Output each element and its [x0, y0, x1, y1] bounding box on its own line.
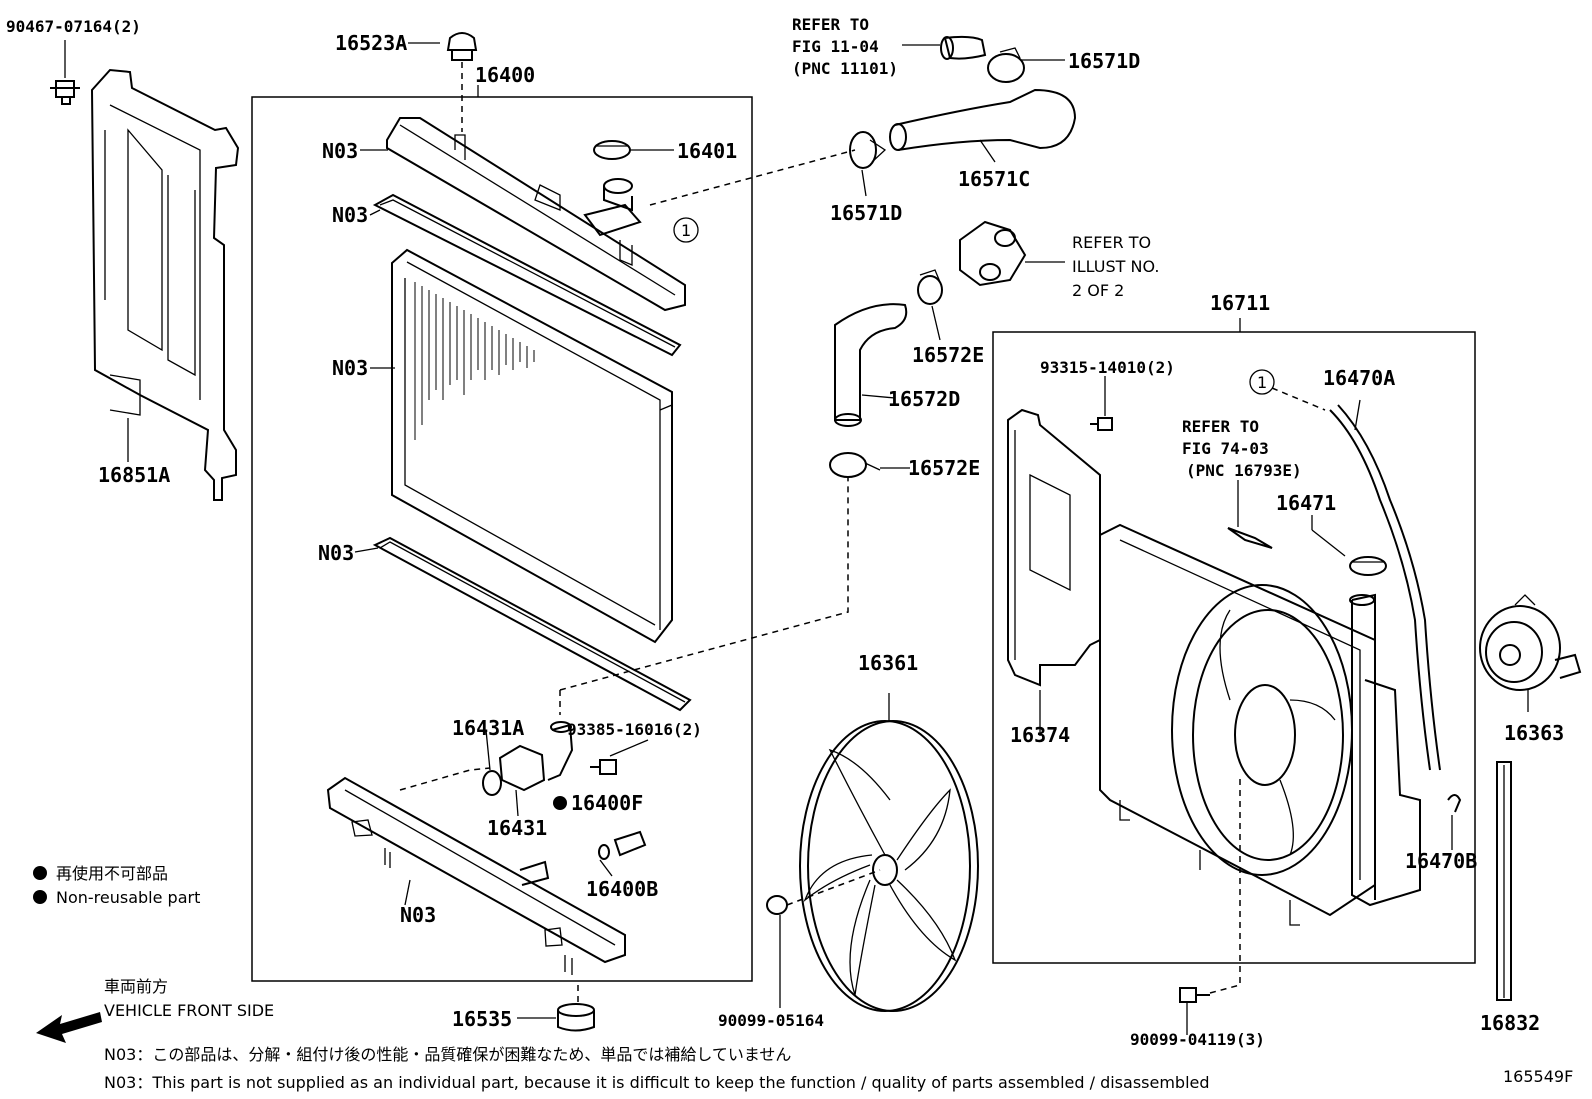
front-label-en: VEHICLE FRONT SIDE [104, 1001, 274, 1020]
bolt-90467 [50, 80, 80, 105]
label-n03-upper-seal: N03 [332, 203, 368, 227]
callout-1-right-text: 1 [1257, 373, 1267, 392]
bolt-93385 [590, 759, 617, 775]
label-16400F: 16400F [571, 791, 643, 815]
side-panel [1007, 408, 1101, 687]
lower-hose [834, 303, 908, 427]
label-16363: 16363 [1504, 721, 1564, 745]
label-16572E-top: 16572E [912, 343, 984, 367]
label-93385: 93385-16016(2) [567, 720, 702, 739]
legend-bullet-en [33, 890, 47, 904]
label-16571C: 16571C [958, 167, 1030, 191]
radiator-fins [414, 282, 535, 440]
vehicle-front-arrow [36, 1012, 102, 1043]
outlet-pipe [498, 721, 574, 792]
filler-neck [583, 178, 642, 237]
bolt-93315 [1090, 417, 1113, 431]
label-16361: 16361 [858, 651, 918, 675]
label-16400: 16400 [475, 63, 535, 87]
label-16374: 16374 [1010, 723, 1070, 747]
ref-fig11-line2: FIG 11-04 [792, 37, 879, 56]
ref-fig74-line3: (PNC 16793E) [1186, 461, 1302, 480]
label-16571D-top: 16571D [1068, 49, 1140, 73]
note-jp: N03：この部品は、分解・組付け後の性能・品質確保が困難なため、単品では補給して… [104, 1045, 791, 1064]
label-16470A: 16470A [1323, 366, 1395, 390]
label-n03-upper-tank: N03 [322, 139, 358, 163]
radiator-core [391, 248, 673, 644]
hose-clip [1447, 794, 1462, 813]
legend-jp: 再使用不可部品 [56, 864, 168, 883]
front-label-jp: 車両前方 [104, 977, 168, 996]
ref-fig11-line1: REFER TO [792, 15, 869, 34]
reservoir-cap [1349, 556, 1387, 576]
label-16535: 16535 [452, 1007, 512, 1031]
label-16431A: 16431A [452, 716, 524, 740]
o-ring [482, 770, 502, 796]
label-16851A: 16851A [98, 463, 170, 487]
overflow-hose [1329, 409, 1431, 771]
label-n03-lower-seal: N03 [318, 541, 354, 565]
label-plate [1227, 527, 1273, 549]
ref-fig74-line1: REFER TO [1182, 417, 1259, 436]
label-16572D: 16572D [888, 387, 960, 411]
fan-motor [1479, 594, 1582, 691]
ref-illust-line1: REFER TO [1072, 233, 1151, 252]
label-16400B: 16400B [586, 877, 658, 901]
label-16523A: 16523A [335, 31, 407, 55]
radiator-lower-tank [326, 776, 626, 975]
cushion-16523A [446, 32, 478, 61]
label-n03-lower-tank: N03 [400, 903, 436, 927]
label-93315: 93315-14010(2) [1040, 358, 1175, 377]
upper-hose [889, 88, 1077, 151]
drain-plug [598, 830, 647, 860]
note-en: N03：This part is not supplied as an indi… [104, 1073, 1210, 1092]
label-90099-04119: 90099-04119(3) [1130, 1030, 1265, 1049]
ref-fig11-line3: (PNC 11101) [792, 59, 898, 78]
radiator-cap [593, 140, 631, 160]
legend-bullet-jp [33, 866, 47, 880]
fan-shroud-assembly-box [992, 331, 1476, 964]
callout-marker-1-right [1249, 369, 1275, 395]
clamp-16571D-low [849, 131, 887, 169]
upper-seal [372, 193, 682, 357]
legend-en: Non-reusable part [56, 888, 200, 907]
callout-marker-1-left [673, 217, 699, 243]
label-16572E-low: 16572E [908, 456, 980, 480]
label-16832: 16832 [1480, 1011, 1540, 1035]
clamp-16572E-top [917, 269, 943, 305]
nut-90099-05164 [766, 895, 788, 915]
ref-illust-line3: 2 OF 2 [1072, 281, 1124, 300]
coolant-reservoir [1349, 593, 1421, 907]
label-n03-core: N03 [332, 356, 368, 380]
lower-seal [372, 536, 692, 712]
ref-fig74-line2: FIG 74-03 [1182, 439, 1269, 458]
label-16571D-low: 16571D [830, 201, 902, 225]
side-deflector-part [90, 68, 240, 501]
cushion-16535 [557, 1003, 595, 1032]
figure-id: 165549F [1503, 1067, 1573, 1086]
label-16711: 16711 [1210, 291, 1270, 315]
label-90099-05164: 90099-05164 [718, 1011, 824, 1030]
label-16401: 16401 [677, 139, 737, 163]
fan-shroud [1099, 523, 1376, 926]
clamp-16571D-top [987, 47, 1025, 83]
radiator-upper-tank [386, 117, 686, 312]
clamp-16572E-low [829, 452, 881, 478]
label-16470B: 16470B [1405, 849, 1477, 873]
water-inlet-housing [959, 220, 1027, 287]
callout-1-left-text: 1 [681, 221, 691, 240]
bolt-90099-04119 [1179, 987, 1210, 1003]
label-16471: 16471 [1276, 491, 1336, 515]
label-16431: 16431 [487, 816, 547, 840]
hose-pipe-ref [940, 35, 987, 60]
label-90467: 90467-07164(2) [6, 17, 141, 36]
cooling-fan [799, 720, 979, 1012]
non-reusable-bullet-inline [553, 796, 567, 810]
seal-strip [1496, 761, 1512, 1001]
ref-illust-line2: ILLUST NO. [1072, 257, 1159, 276]
radiator-assembly-box [251, 96, 753, 982]
